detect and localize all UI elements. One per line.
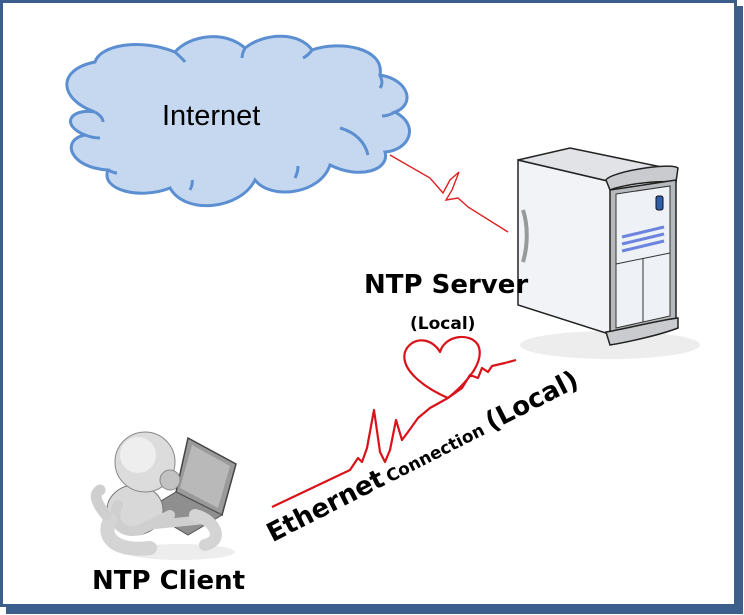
internet-label: Internet (162, 100, 261, 132)
robot-laptop-icon (90, 431, 237, 560)
lightning-link-icon (389, 154, 509, 233)
ntp-client-label: NTP Client (92, 566, 246, 596)
server-tower-icon (517, 147, 700, 359)
ntp-server-label: NTP Server (364, 270, 529, 300)
heartbeat-heart-icon (271, 335, 517, 508)
ntp-server-sublabel: (Local) (410, 314, 476, 334)
cloud-icon (65, 34, 411, 208)
